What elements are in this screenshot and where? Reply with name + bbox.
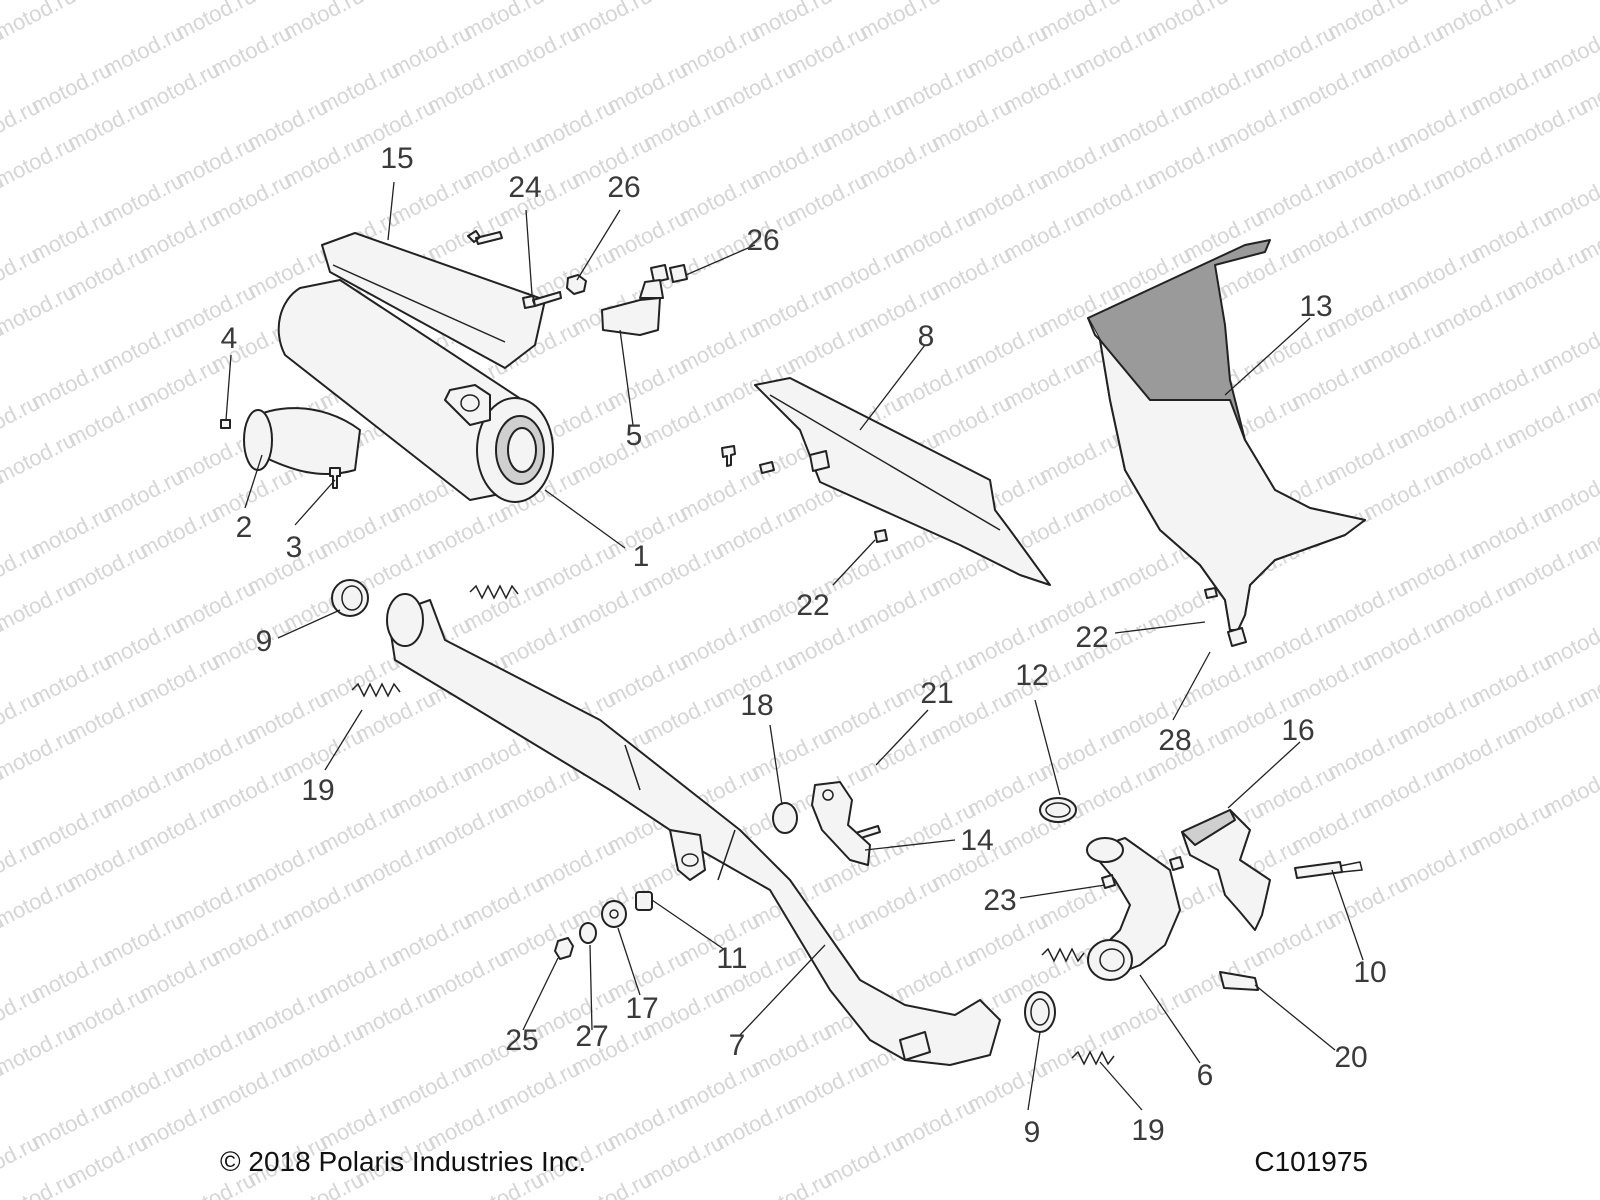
part-muffler-1: [277, 279, 554, 503]
part-spring-19d: [1071, 1050, 1115, 1066]
watermark-text: motod.ru: [1539, 316, 1600, 378]
part-cap-20: [1219, 971, 1259, 991]
copyright-text: © 2018 Polaris Industries Inc.: [220, 1146, 587, 1177]
watermark-text: motod.ru: [1539, 760, 1600, 822]
part-spacer-11: [635, 891, 653, 911]
callout-17: 17: [625, 992, 658, 1025]
callout-8: 8: [918, 320, 935, 353]
watermark-text: motod.ru: [1539, 168, 1600, 230]
callout-labels: 15 24 26 26 4 2 3 1 5 8 13 22 22 9 19 12…: [221, 142, 1387, 1149]
watermark-text: motod.ru: [171, 0, 260, 44]
part-bolt-24a: [467, 230, 503, 245]
watermark-text: motod.ru: [1323, 0, 1412, 44]
part-screw-3: [329, 467, 341, 489]
callout-6: 6: [1197, 1059, 1214, 1092]
callout-9-top: 9: [256, 625, 273, 658]
part-fastener-22b: [1204, 587, 1218, 599]
part-spring-19a: [469, 584, 519, 600]
watermark-text: motod.ru: [747, 0, 836, 44]
part-gasket-9b: [1024, 991, 1056, 1033]
callout-26-nut: 26: [607, 171, 640, 204]
part-spring-19b: [351, 682, 401, 698]
callout-12: 12: [1015, 659, 1048, 692]
callout-26-clip: 26: [746, 224, 779, 257]
watermark-text: motod.ru: [1539, 20, 1600, 82]
callout-3: 3: [286, 531, 303, 564]
watermark-text: motod.ru: [567, 0, 656, 44]
watermark-text: motod.ru: [279, 0, 368, 44]
watermark-text: motod.ru: [1503, 0, 1592, 7]
part-nut-26a: [566, 274, 587, 295]
part-screw-8b: [759, 461, 775, 474]
watermark-text: motod.ru: [459, 0, 548, 44]
part-heat-shield-15: [321, 232, 546, 369]
part-grommet-18: [772, 802, 798, 834]
leader-lines: [225, 181, 1364, 1111]
part-bolt-24b: [522, 291, 562, 309]
callout-2: 2: [236, 511, 253, 544]
watermark-text: motod.ru: [855, 0, 944, 44]
part-spring-19c: [1041, 947, 1085, 963]
callout-5: 5: [626, 419, 643, 452]
watermark-text: motod.ru: [1035, 0, 1124, 44]
callout-7: 7: [729, 1029, 746, 1062]
part-fastener-22a: [874, 529, 888, 543]
callout-9-bottom: 9: [1024, 1116, 1041, 1149]
watermark-text: motod.ru: [639, 0, 728, 7]
part-heat-shield-16: [1181, 809, 1271, 931]
callout-4: 4: [221, 322, 238, 355]
watermark-text: motod.ru: [0, 0, 80, 44]
callout-24: 24: [508, 171, 541, 204]
callout-21: 21: [920, 677, 953, 710]
callout-16: 16: [1281, 714, 1314, 747]
part-bracket-14: [811, 781, 871, 866]
part-nut-25: [554, 937, 574, 960]
part-bracket-5: [601, 279, 664, 336]
watermark-text: motod.ru: [1539, 612, 1600, 674]
callout-10: 10: [1353, 956, 1386, 989]
part-screw-8a: [721, 445, 736, 467]
watermark-text: motod.ru: [927, 0, 1016, 7]
part-washer-27: [579, 922, 597, 944]
callout-15: 15: [380, 142, 413, 175]
diagram-code: C101975: [1254, 1146, 1368, 1177]
callout-18: 18: [740, 689, 773, 722]
callout-22-left: 22: [796, 589, 829, 622]
part-inlet-pipe-2: [243, 407, 361, 476]
callout-25: 25: [505, 1024, 538, 1057]
watermark-text: motod.ru: [1431, 0, 1520, 44]
part-head-pipe-6: [1086, 837, 1184, 981]
part-fastener-4: [220, 419, 231, 429]
callout-14: 14: [960, 824, 993, 857]
part-gasket-9a: [331, 579, 369, 617]
part-heat-shield-13: [1087, 239, 1366, 631]
part-o2-sensor-10: [1294, 861, 1363, 879]
callout-19-bottom: 19: [1131, 1114, 1164, 1147]
watermark-text: motod.ru: [351, 0, 440, 7]
part-clip-28: [1227, 627, 1247, 647]
watermark-text: motod.ru: [1143, 0, 1232, 44]
watermark-text: motod.ru: [63, 0, 152, 7]
callout-28: 28: [1158, 724, 1191, 757]
part-heat-shield-8: [754, 377, 1051, 586]
part-gasket-12: [1039, 797, 1077, 823]
callout-1: 1: [633, 540, 650, 573]
callout-13: 13: [1299, 290, 1332, 323]
callout-22-right: 22: [1075, 621, 1108, 654]
part-washer-17: [601, 900, 627, 928]
part-exhaust-pipe-7: [386, 593, 1001, 1066]
callout-20: 20: [1334, 1041, 1367, 1074]
callout-27: 27: [575, 1020, 608, 1053]
part-clip-26b: [650, 264, 688, 283]
callout-19-left: 19: [301, 774, 334, 807]
callout-23: 23: [983, 884, 1016, 917]
watermark-text: motod.ru: [1215, 0, 1304, 7]
watermark-text: motod.ru: [1539, 464, 1600, 526]
callout-11: 11: [716, 942, 747, 975]
